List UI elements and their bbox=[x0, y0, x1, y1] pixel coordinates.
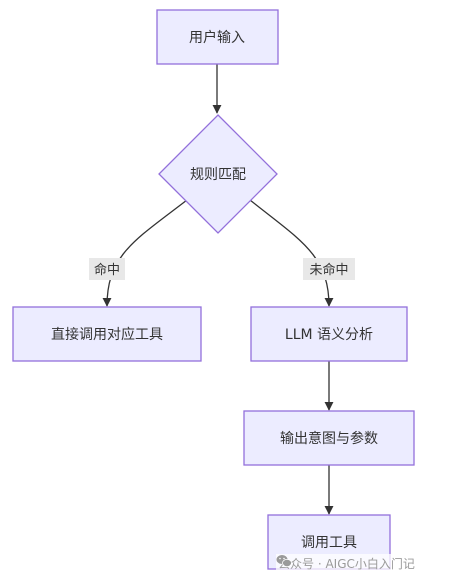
node-call-tool-direct: 直接调用对应工具 bbox=[12, 306, 202, 362]
edge-rule-to-direct bbox=[102, 199, 188, 307]
node-user-input-label: 用户输入 bbox=[189, 29, 245, 46]
node-llm-analysis-label: LLM 语义分析 bbox=[285, 327, 373, 343]
node-call-tool-label: 调用工具 bbox=[301, 535, 357, 551]
watermark-text: 公众号 · AIGC小白入门记 bbox=[278, 557, 415, 571]
node-user-input: 用户输入 bbox=[156, 9, 279, 65]
node-output-intent-label: 输出意图与参数 bbox=[280, 430, 378, 447]
watermark: 公众号 · AIGC小白入门记 bbox=[276, 554, 417, 573]
edge-label-hit: 命中 bbox=[89, 258, 125, 280]
node-call-tool-direct-label: 直接调用对应工具 bbox=[51, 326, 163, 343]
node-output-intent: 输出意图与参数 bbox=[243, 410, 415, 466]
node-llm-analysis: LLM 语义分析 bbox=[250, 306, 408, 362]
edge-label-miss: 未命中 bbox=[303, 258, 355, 280]
node-rule-match-label: 规则匹配 bbox=[190, 167, 246, 183]
edge-label-hit-text: 命中 bbox=[94, 262, 120, 278]
edge-label-miss-text: 未命中 bbox=[309, 262, 348, 278]
wechat-icon bbox=[276, 555, 292, 567]
node-rule-match: 规则匹配 bbox=[158, 114, 278, 234]
edge-rule-to-llm bbox=[249, 199, 334, 307]
